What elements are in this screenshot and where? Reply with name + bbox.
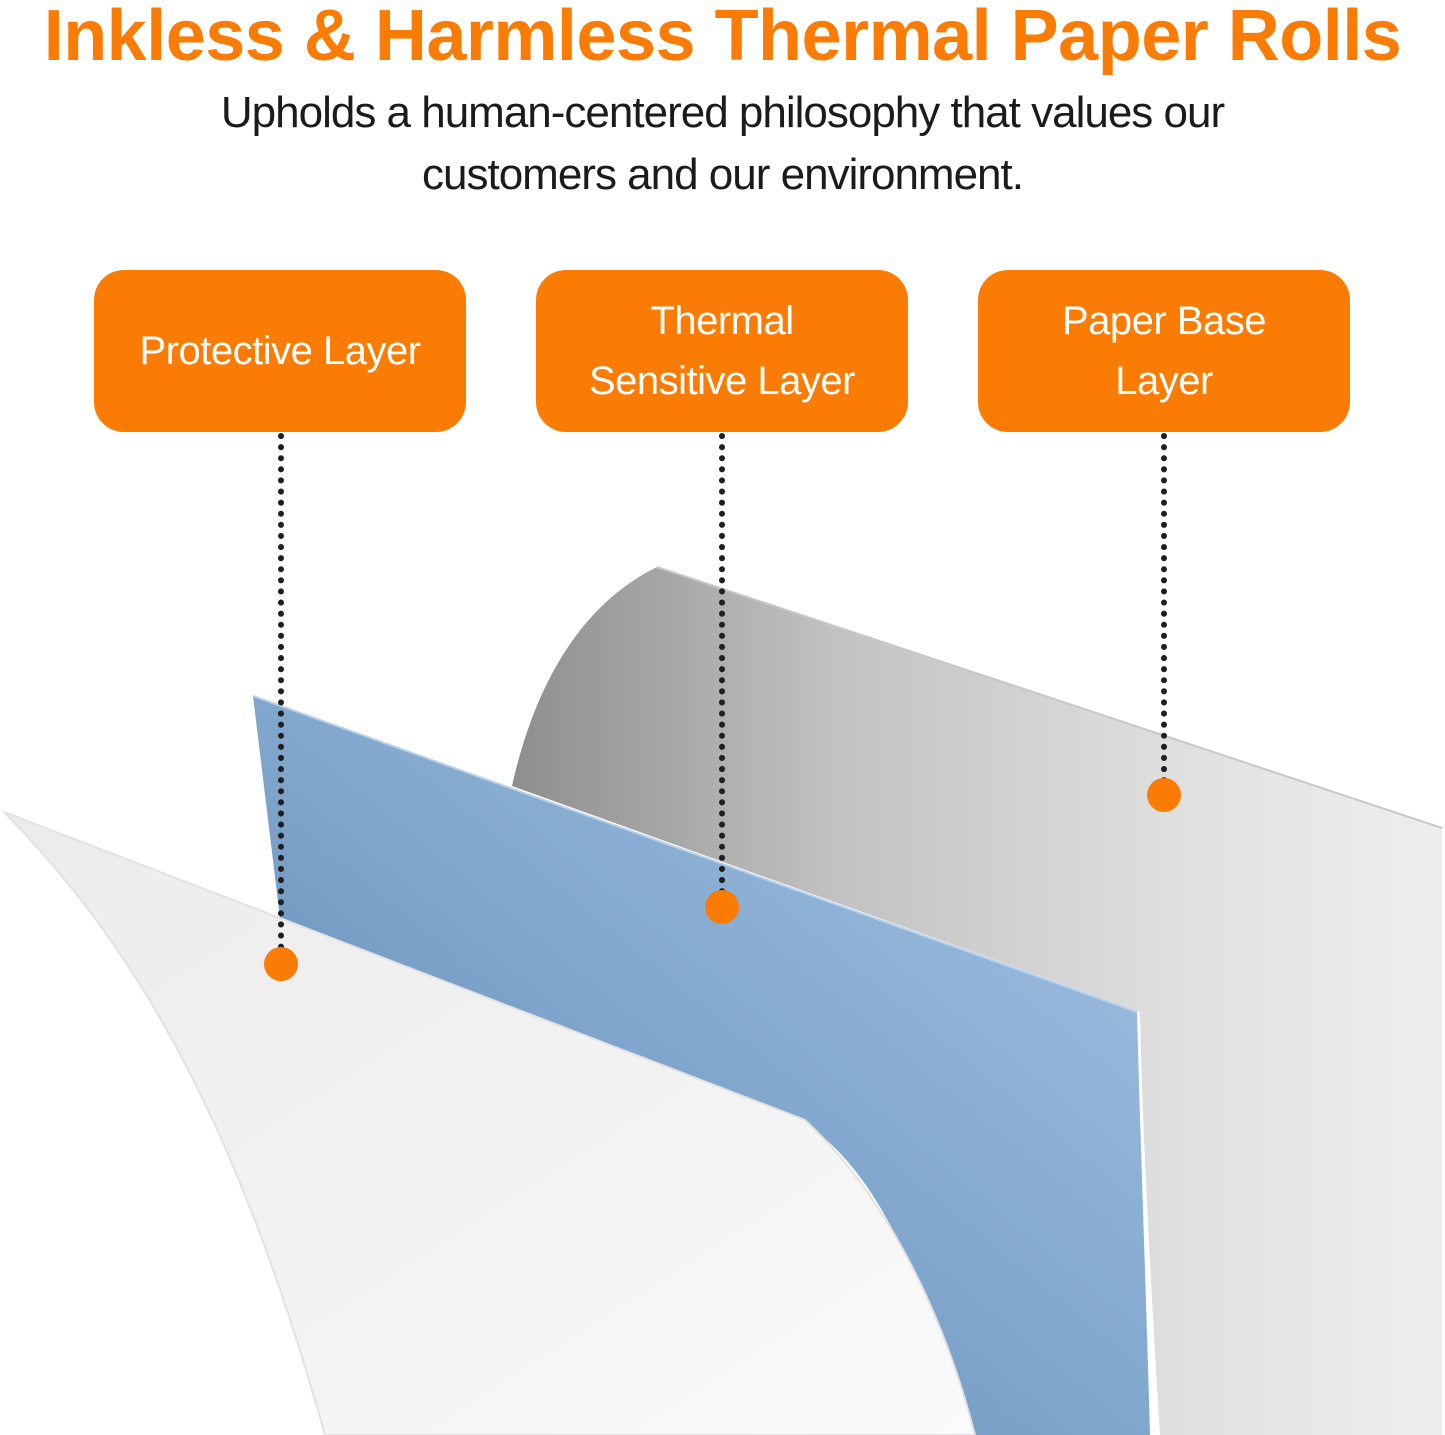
paper-base-layer-shape: [512, 567, 1442, 1435]
base-layer-marker: [1147, 778, 1181, 812]
paper-base-layer-label-text: Paper Base Layer: [1061, 299, 1267, 403]
protective-layer-label: Protective Layer: [94, 270, 466, 432]
page-title: Inkless & Harmless Thermal Paper Rolls: [43, 0, 1402, 76]
protective-layer-marker: [264, 947, 298, 981]
thermal-sensitive-layer-shape: [253, 696, 1150, 1435]
thermal-sensitive-layer-label-text: Thermal Sensitive Layer: [589, 299, 855, 403]
protective-layer-label-text: Protective Layer: [139, 329, 421, 373]
protective-layer-shape: [3, 811, 977, 1435]
thermal-layer-marker: [705, 890, 739, 924]
paper-base-layer-label: Paper Base Layer: [978, 270, 1350, 432]
thermal-sensitive-layer-label: Thermal Sensitive Layer: [536, 270, 908, 432]
page-subtitle: Upholds a human-centered philosophy that…: [220, 88, 1225, 199]
